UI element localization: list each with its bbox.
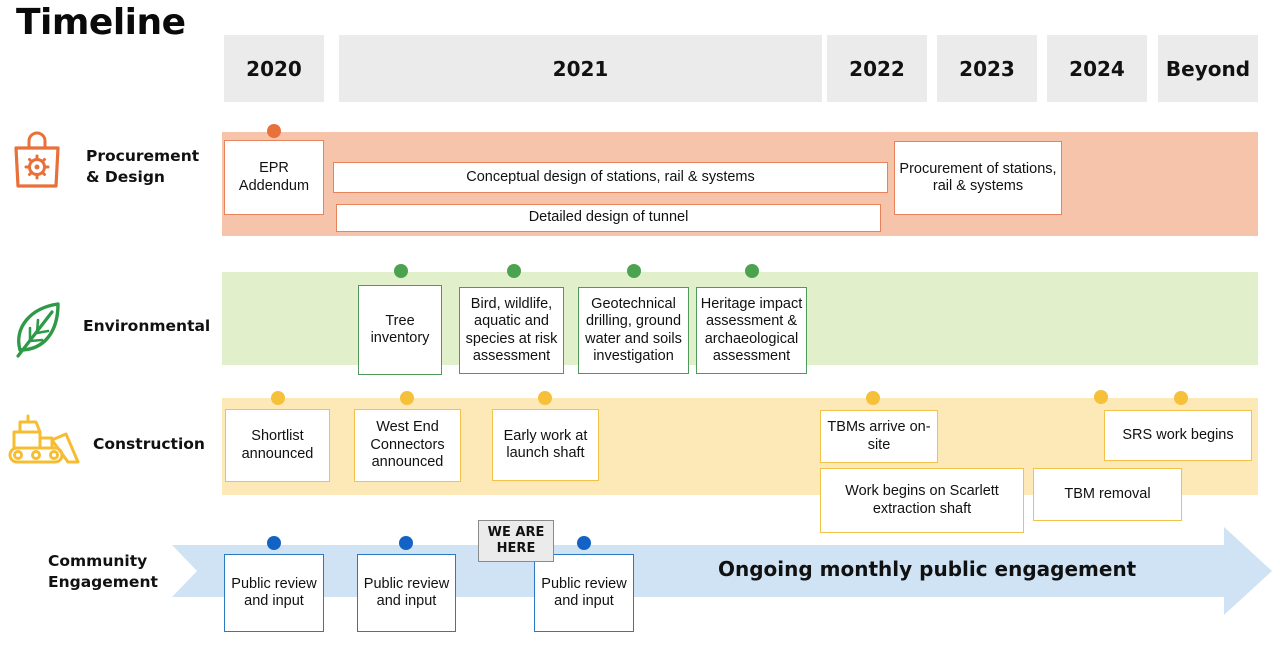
construction-item-west-end-connectors: West End Connectors announced	[354, 409, 461, 482]
procurement-item-procurement-stations: Procurement of stations, rail & systems	[894, 141, 1062, 215]
year-header-2024: 2024	[1047, 35, 1147, 102]
environmental-item-bird-wildlife: Bird, wildlife, aquatic and species at r…	[459, 287, 564, 374]
milestone-dot	[866, 391, 880, 405]
milestone-dot	[577, 536, 591, 550]
milestone-dot	[627, 264, 641, 278]
row-label-engagement-line1: Community	[48, 552, 148, 570]
construction-item-tbms-arrive: TBMs arrive on-site	[820, 410, 938, 463]
milestone-dot	[507, 264, 521, 278]
engagement-item-public-review: Public review and input	[534, 554, 634, 632]
engagement-item-public-review: Public review and input	[224, 554, 324, 632]
procurement-item-detailed-design: Detailed design of tunnel	[336, 204, 881, 232]
year-header-2023: 2023	[937, 35, 1037, 102]
year-header-2022: 2022	[827, 35, 927, 102]
construction-item-early-work: Early work at launch shaft	[492, 409, 599, 481]
milestone-dot	[399, 536, 413, 550]
milestone-dot	[267, 536, 281, 550]
construction-item-scarlett-shaft: Work begins on Scarlett extraction shaft	[820, 468, 1024, 533]
row-label-engagement: Community Engagement	[48, 551, 158, 593]
row-label-environmental: Environmental	[83, 317, 211, 335]
milestone-dot	[1174, 391, 1188, 405]
ongoing-engagement-label: Ongoing monthly public engagement	[718, 557, 1137, 581]
construction-item-shortlist: Shortlist announced	[225, 409, 330, 482]
milestone-dot	[271, 391, 285, 405]
construction-item-srs-work: SRS work begins	[1104, 410, 1252, 461]
leaf-icon	[16, 302, 60, 358]
environmental-item-geotechnical: Geotechnical drilling, ground water and …	[578, 287, 689, 374]
year-header-2021: 2021	[339, 35, 822, 102]
row-label-procurement-line1: Procurement	[86, 147, 200, 165]
year-header-2020: 2020	[224, 35, 324, 102]
row-label-procurement: Procurement & Design	[86, 146, 199, 188]
we-are-here-marker: WE ARE HERE	[478, 520, 554, 562]
milestone-dot	[745, 264, 759, 278]
year-header-beyond: Beyond	[1158, 35, 1258, 102]
milestone-dot	[400, 391, 414, 405]
procurement-item-epr-addendum: EPR Addendum	[224, 140, 324, 215]
milestone-dot	[538, 391, 552, 405]
construction-item-tbm-removal: TBM removal	[1033, 468, 1182, 521]
milestone-dot	[1094, 390, 1108, 404]
milestone-dot	[394, 264, 408, 278]
milestone-dot	[267, 124, 281, 138]
procurement-item-conceptual-design: Conceptual design of stations, rail & sy…	[333, 162, 888, 193]
page-title: Timeline	[16, 2, 186, 43]
shopping-bag-gear-icon	[14, 131, 60, 188]
row-label-procurement-line2: & Design	[86, 168, 165, 186]
environmental-item-heritage: Heritage impact assessment & archaeologi…	[696, 287, 807, 374]
environmental-item-tree-inventory: Tree inventory	[358, 285, 442, 375]
row-label-construction: Construction	[93, 435, 205, 453]
row-label-engagement-line2: Engagement	[48, 573, 158, 591]
engagement-item-public-review: Public review and input	[357, 554, 456, 632]
bulldozer-icon	[8, 414, 80, 464]
